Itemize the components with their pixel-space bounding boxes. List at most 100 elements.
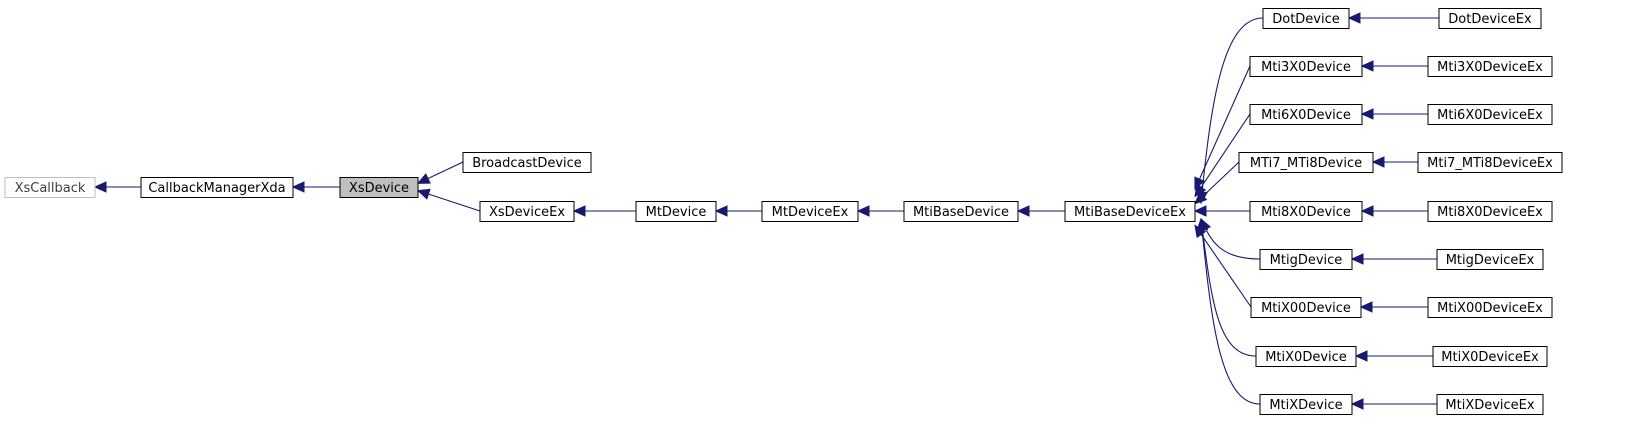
edge-line — [1194, 225, 1252, 308]
edge-mti-x0-device-to-mti-base-device-ex — [1196, 217, 1257, 357]
edge-mti-x0-device-ex-to-mti-x0-device — [1354, 350, 1433, 362]
edge-mtig-device-ex-to-mtig-device — [1350, 253, 1437, 265]
edge-mti-base-device-ex-to-mti-base-device — [1016, 205, 1065, 217]
arrowhead — [1354, 350, 1368, 362]
node-mti6-x0-device[interactable]: Mti6X0Device — [1249, 104, 1363, 125]
node-label: MtiX0Device — [1265, 350, 1347, 365]
edge-broadcast-device-to-xs-device — [416, 161, 464, 184]
arrowhead — [1360, 108, 1374, 120]
node-mti-x0-device-ex[interactable]: MtiX0DeviceEx — [1432, 346, 1548, 367]
node-mti-base-device-ex[interactable]: MtiBaseDeviceEx — [1064, 201, 1196, 222]
node-label: BroadcastDevice — [472, 156, 582, 171]
node-box — [1259, 249, 1353, 270]
node-mti8-x0-device[interactable]: Mti8X0Device — [1249, 201, 1363, 222]
node-mti-x00-device-ex[interactable]: MtiX00DeviceEx — [1427, 297, 1553, 318]
node-mti7-mti8-device-ex[interactable]: Mti7_MTi8DeviceEx — [1417, 152, 1563, 173]
edge-mti7-mti8-device-ex-to-mti7-mti8-device — [1371, 156, 1418, 168]
arrowhead — [856, 205, 870, 217]
node-mti6-x0-device-ex[interactable]: Mti6X0DeviceEx — [1427, 104, 1553, 125]
arrowhead — [1016, 205, 1030, 217]
node-box — [1250, 297, 1362, 318]
node-label: MtigDevice — [1270, 253, 1343, 268]
edges-layer — [93, 12, 1439, 410]
edge-line — [1194, 65, 1251, 190]
edge-xs-device-ex-to-xs-device — [416, 188, 481, 212]
edge-line — [1200, 218, 1261, 260]
node-broadcast-device[interactable]: BroadcastDevice — [462, 152, 592, 173]
node-box — [1427, 297, 1553, 318]
node-mtig-device-ex[interactable]: MtigDeviceEx — [1436, 249, 1544, 270]
edge-line — [1194, 113, 1251, 197]
node-label: MTi7_MTi8Device — [1250, 156, 1362, 171]
node-mti3-x0-device[interactable]: Mti3X0Device — [1249, 56, 1363, 77]
edge-dot-device-ex-to-dot-device — [1347, 12, 1439, 24]
arrowhead — [1193, 205, 1207, 217]
node-xs-callback[interactable]: XsCallback — [4, 177, 96, 198]
node-mti-base-device[interactable]: MtiBaseDevice — [903, 201, 1019, 222]
edge-mt-device-to-xs-device-ex — [572, 205, 636, 217]
node-label: Mti3X0DeviceEx — [1437, 60, 1543, 75]
node-label: XsCallback — [15, 181, 86, 196]
node-label: MtDeviceEx — [772, 205, 849, 220]
node-label: XsDevice — [349, 181, 409, 196]
node-label: Mti3X0Device — [1261, 60, 1351, 75]
node-mti-x00-device[interactable]: MtiX00Device — [1250, 297, 1362, 318]
edge-mti-xdevice-to-mti-base-device-ex — [1196, 217, 1261, 405]
node-dot-device[interactable]: DotDevice — [1262, 8, 1350, 29]
node-label: MtiXDeviceEx — [1445, 398, 1535, 413]
edge-mti-x00-device-ex-to-mti-x00-device — [1359, 301, 1428, 313]
node-label: MtiXDevice — [1269, 398, 1342, 413]
node-mti-x0-device[interactable]: MtiX0Device — [1255, 346, 1357, 367]
node-mtig-device[interactable]: MtigDevice — [1259, 249, 1353, 270]
node-box — [1259, 394, 1353, 415]
node-xs-device[interactable]: XsDevice — [339, 177, 419, 198]
node-label: Mti8X0Device — [1261, 205, 1351, 220]
arrowhead — [1359, 301, 1373, 313]
node-box — [1427, 104, 1553, 125]
edge-mti8-x0-device-to-mti-base-device-ex — [1193, 205, 1250, 217]
node-box — [1438, 8, 1542, 29]
node-label: MtDevice — [646, 205, 707, 220]
node-box — [1436, 249, 1544, 270]
node-callback-manager-xda[interactable]: CallbackManagerXda — [140, 177, 294, 198]
node-dot-device-ex[interactable]: DotDeviceEx — [1438, 8, 1542, 29]
node-mt-device[interactable]: MtDevice — [635, 201, 717, 222]
arrowhead — [93, 181, 107, 193]
edge-mti6-x0-device-ex-to-mti6-x0-device — [1360, 108, 1428, 120]
edge-mti3-x0-device-ex-to-mti3-x0-device — [1360, 60, 1428, 72]
arrowhead — [1347, 12, 1361, 24]
node-label: DotDeviceEx — [1448, 12, 1532, 27]
node-label: CallbackManagerXda — [148, 181, 285, 196]
node-label: XsDeviceEx — [489, 205, 565, 220]
arrowhead — [416, 188, 431, 200]
node-label: MtiX0DeviceEx — [1441, 350, 1539, 365]
node-mti-xdevice-ex[interactable]: MtiXDeviceEx — [1436, 394, 1544, 415]
edge-mti-xdevice-ex-to-mti-xdevice — [1350, 398, 1437, 410]
node-box — [903, 201, 1019, 222]
arrowhead — [291, 181, 305, 193]
node-box — [1255, 346, 1357, 367]
node-box — [1436, 394, 1544, 415]
arrowhead — [1350, 253, 1364, 265]
edge-mti8-x0-device-ex-to-mti8-x0-device — [1360, 205, 1428, 217]
node-mt-device-ex[interactable]: MtDeviceEx — [761, 201, 859, 222]
node-mti8-x0-device-ex[interactable]: Mti8X0DeviceEx — [1427, 201, 1553, 222]
node-label: MtiX00Device — [1261, 301, 1351, 316]
node-mti7-mti8-device[interactable]: MTi7_MTi8Device — [1238, 152, 1374, 173]
node-label: Mti7_MTi8DeviceEx — [1427, 156, 1553, 171]
node-mti3-x0-device-ex[interactable]: Mti3X0DeviceEx — [1427, 56, 1553, 77]
node-xs-device-ex[interactable]: XsDeviceEx — [479, 201, 575, 222]
node-label: Mti6X0Device — [1261, 108, 1351, 123]
node-box — [1249, 104, 1363, 125]
node-box — [1432, 346, 1548, 367]
arrowhead — [1360, 60, 1374, 72]
edge-line — [1200, 218, 1261, 405]
node-box — [1249, 201, 1363, 222]
node-label: Mti6X0DeviceEx — [1437, 108, 1543, 123]
edge-callback-manager-xda-to-xs-callback — [93, 181, 141, 193]
node-box — [1417, 152, 1563, 173]
node-mti-xdevice[interactable]: MtiXDevice — [1259, 394, 1353, 415]
edge-mtig-device-to-mti-base-device-ex — [1200, 217, 1261, 260]
node-box — [761, 201, 859, 222]
